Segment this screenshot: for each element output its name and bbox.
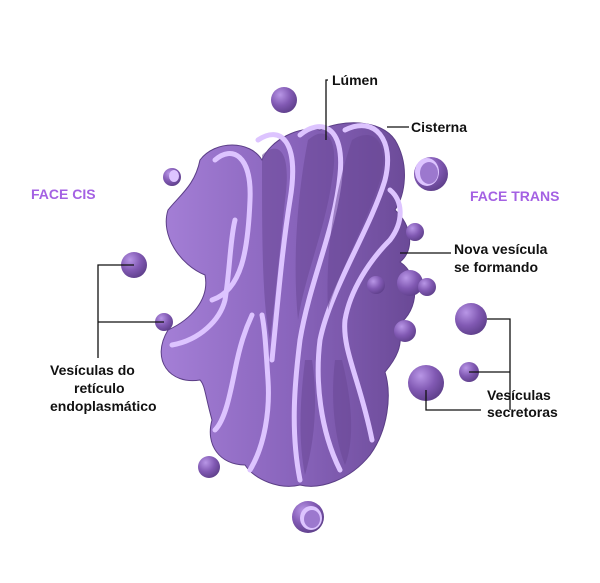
nova-vesicula-label-line2: se formando bbox=[454, 259, 539, 275]
vesicle-cup bbox=[414, 157, 448, 191]
lumen-label: Lúmen bbox=[332, 72, 378, 88]
cisterna-3 bbox=[291, 124, 344, 483]
vesicles bbox=[121, 87, 487, 533]
vesicle bbox=[408, 365, 444, 401]
vesiculas-re-label-line1: Vesículas do bbox=[50, 362, 135, 378]
nova-vesicula-label-line1: Nova vesícula bbox=[454, 241, 548, 257]
vesicle bbox=[397, 270, 423, 296]
vesiculas-re-label-line2: retículo bbox=[74, 380, 125, 396]
lumen-shading bbox=[262, 133, 384, 475]
leader-vesiculas-re bbox=[97, 264, 134, 358]
cisterna-1 bbox=[209, 151, 253, 303]
vesicle bbox=[418, 278, 436, 296]
cisterna-left-bottom bbox=[212, 312, 255, 433]
vesicle bbox=[198, 456, 220, 478]
leader-vesiculas-sec-3 bbox=[425, 390, 481, 411]
cisterna-2 bbox=[255, 132, 296, 363]
vesiculas-sec-label-line1: Vesículas bbox=[487, 387, 551, 403]
vesiculas-sec-label-line2: secretoras bbox=[487, 404, 558, 420]
vesiculas-re-label-line3: endoplasmático bbox=[50, 398, 157, 414]
vesicle bbox=[367, 276, 385, 294]
vesicle bbox=[394, 320, 416, 342]
cisterna-label: Cisterna bbox=[411, 119, 468, 135]
face-trans-label: FACE TRANS bbox=[470, 188, 560, 204]
cisterna-4 bbox=[315, 123, 391, 473]
vesicle bbox=[455, 303, 487, 335]
vesicle bbox=[271, 87, 297, 113]
cisternae bbox=[169, 123, 403, 483]
vesicle-cup bbox=[163, 168, 181, 186]
cisterna-5 bbox=[342, 187, 403, 443]
leader-lines bbox=[97, 79, 511, 411]
cisterna-left-lower bbox=[169, 217, 238, 348]
face-cis-label: FACE CIS bbox=[31, 186, 96, 202]
leader-lumen bbox=[325, 79, 328, 140]
vesicle-cup bbox=[292, 501, 324, 533]
budding-vesicle bbox=[406, 223, 424, 241]
cisterna-center-bottom bbox=[247, 312, 271, 473]
leader-vesiculas-sec bbox=[487, 318, 511, 410]
